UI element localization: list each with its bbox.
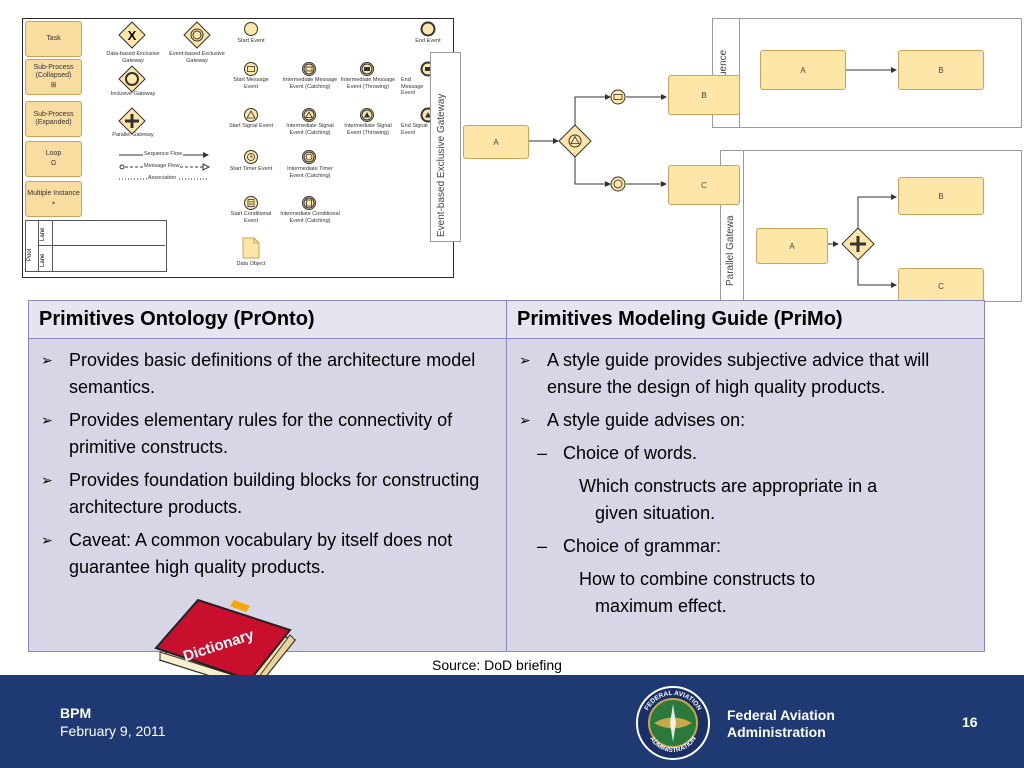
- left-column-body: ➢Provides basic definitions of the archi…: [39, 347, 494, 581]
- source-caption: Source: DoD briefing: [432, 657, 562, 673]
- agency-name-line-2: Administration: [727, 724, 826, 740]
- pool-label: Pool: [27, 248, 33, 261]
- comparison-table: Primitives Ontology (PrOnto) Primitives …: [28, 300, 985, 652]
- data-object-label: Data Object: [236, 261, 266, 267]
- start-signal-event-icon: [244, 108, 258, 122]
- intermediate-signal-catching-label: Intermediate Signal Event (Catching): [286, 123, 334, 136]
- end-message-event-label: End Message Event: [401, 77, 424, 97]
- dictionary-book-icon: Dictionary: [154, 598, 297, 692]
- event-gateway-frame: Event-based Exclusive Gateway: [430, 52, 456, 242]
- intermediate-message-throwing-label: Intermediate Message Event (Throwing): [340, 77, 396, 90]
- right-sub-bullet-1: –Choice of words.: [537, 443, 698, 463]
- start-event-label: Start Event: [237, 38, 265, 44]
- agency-name: Federal Aviation Administration: [727, 707, 835, 741]
- footer-title: BPM: [60, 705, 92, 721]
- event-based-gateway-label: Event-based Exclusive Gateway: [169, 51, 225, 64]
- intermediate-signal-throwing-icon: [360, 108, 374, 122]
- intermediate-message-throwing-icon: [360, 62, 374, 76]
- task-a-sequence: A: [760, 50, 846, 90]
- column-divider: [506, 301, 507, 651]
- intermediate-signal-catching-icon: [302, 108, 316, 122]
- task-c-parallel: C: [898, 268, 984, 304]
- arrow-bullet-icon: ➢: [41, 412, 53, 428]
- task-shape: Task: [25, 21, 82, 57]
- lane-label-1: Lane: [40, 227, 46, 241]
- intermediate-timer-catching-label: Intermediate Timer Event (Catching): [287, 166, 333, 179]
- task-c-event-gateway: C: [668, 165, 740, 205]
- left-bullet-2: ➢Provides elementary rules for the conne…: [39, 407, 494, 461]
- page-number: 16: [962, 714, 978, 730]
- arrow-bullet-icon: ➢: [41, 352, 53, 368]
- left-column-header: Primitives Ontology (PrOnto): [29, 301, 506, 339]
- end-signal-event-label: End Signal Event: [401, 123, 428, 136]
- intermediate-message-catching-label: Intermediate Message Event (Catching): [282, 77, 338, 90]
- data-object-icon: [242, 237, 260, 259]
- end-event-label: End Event: [415, 38, 441, 44]
- intermediate-message-catching-icon: [302, 62, 316, 76]
- svg-text:X: X: [128, 28, 137, 43]
- start-signal-event-label: Start Signal Event: [228, 123, 274, 129]
- arrow-bullet-icon: ➢: [519, 352, 531, 368]
- task-b-event-gateway: B: [668, 75, 740, 115]
- intermediate-signal-throwing-label: Intermediate Signal Event (Throwing): [344, 123, 392, 136]
- data-based-gateway-label: Data-based Exclusive Gateway: [106, 51, 160, 64]
- start-conditional-event-label: Start Conditional Event: [230, 211, 272, 224]
- start-timer-event-icon: [244, 150, 258, 164]
- message-flow-label: Message Flow: [143, 163, 181, 170]
- task-a-event-gateway: A: [463, 125, 529, 159]
- faa-seal-logo: FEDERAL AVIATION ADMINISTRATION: [636, 686, 710, 760]
- footer-date: February 9, 2011: [60, 723, 166, 739]
- footer-bar: BPM February 9, 2011 FEDERAL AVIATION AD…: [0, 675, 1024, 768]
- start-event-icon: [244, 22, 258, 36]
- event-based-exclusive-gateway-icon: [183, 21, 211, 49]
- data-based-exclusive-gateway-icon: X: [118, 21, 146, 49]
- bpmn-flow-examples: Event-based Exclusive Gateway uence Para…: [430, 15, 1022, 304]
- parallel-gateway-label: Parallel Gateway: [112, 132, 154, 138]
- right-bullet-2: ➢A style guide advises on:: [517, 407, 972, 434]
- arrow-bullet-icon: ➢: [519, 412, 531, 428]
- right-sub-bullet-2: –Choice of grammar:: [537, 536, 722, 556]
- inclusive-gateway-icon: [118, 65, 146, 93]
- association-label: Association: [147, 175, 178, 182]
- multiple-instance-shape: Multiple Instance▪: [25, 181, 82, 217]
- intermediate-timer-catching-icon: [302, 150, 316, 164]
- left-bullet-1: ➢Provides basic definitions of the archi…: [39, 347, 494, 401]
- pool-shape: Pool Lane Lane: [25, 220, 167, 272]
- task-b-parallel: B: [898, 177, 984, 215]
- intermediate-conditional-catching-icon: [302, 196, 316, 210]
- task-a-parallel: A: [756, 228, 828, 264]
- collapse-marker-icon: ⊞: [50, 81, 57, 89]
- multi-instance-marker-icon: ▪: [52, 199, 55, 207]
- intermediate-conditional-catching-label: Intermediate Conditional Event (Catching…: [280, 211, 340, 224]
- right-bullet-1: ➢A style guide provides subjective advic…: [517, 347, 972, 401]
- agency-name-line-1: Federal Aviation: [727, 707, 835, 723]
- arrow-bullet-icon: ➢: [41, 532, 53, 548]
- bpmn-notation-palette: Task Sub-Process (Collapsed)⊞ Sub-Proces…: [22, 18, 454, 278]
- left-bullet-4: ➢Caveat: A common vocabulary by itself d…: [39, 527, 494, 581]
- flow-connectors: [528, 67, 897, 288]
- right-column-body: ➢A style guide provides subjective advic…: [517, 347, 972, 620]
- start-conditional-event-icon: [244, 196, 258, 210]
- loop-marker-icon: Ω: [50, 159, 57, 167]
- left-bullet-3: ➢Provides foundation building blocks for…: [39, 467, 494, 521]
- start-message-event-icon: [244, 62, 258, 76]
- lane-label-2: Lane: [40, 253, 46, 267]
- end-event-icon: [420, 21, 436, 37]
- subprocess-expanded-shape: Sub-Process (Expanded): [25, 101, 82, 137]
- task-b-sequence: B: [898, 50, 984, 90]
- start-message-event-label: Start Message Event: [233, 77, 269, 90]
- parallel-gateway-icon: [118, 107, 146, 135]
- inclusive-gateway-label: Inclusive Gateway: [110, 91, 156, 97]
- start-timer-event-label: Start Timer Event: [229, 166, 273, 172]
- arrow-bullet-icon: ➢: [41, 472, 53, 488]
- sequence-flow-label: Sequence Flow: [143, 151, 183, 158]
- right-column-header: Primitives Modeling Guide (PriMo): [507, 301, 984, 339]
- subprocess-collapsed-shape: Sub-Process (Collapsed)⊞: [25, 59, 82, 95]
